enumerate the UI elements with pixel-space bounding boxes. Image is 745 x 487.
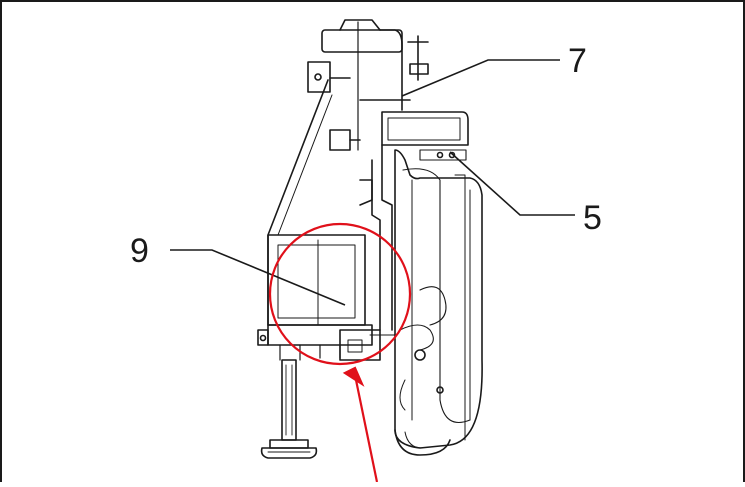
highlight-arrow-head (342, 366, 365, 387)
highlight-annotation (268, 222, 412, 483)
leader-line-7 (401, 59, 560, 97)
callout-7: 7 (568, 42, 587, 80)
leader-lines (170, 59, 575, 306)
highlight-arrow-shaft (354, 379, 379, 483)
leader-line-5 (449, 151, 575, 216)
band-saw-illustration (257, 19, 483, 459)
callout-5: 5 (583, 199, 602, 237)
leader-line-9 (170, 249, 346, 306)
callout-labels: 7 5 9 (130, 42, 602, 270)
highlight-circle (268, 222, 412, 366)
callout-9: 9 (130, 232, 149, 270)
